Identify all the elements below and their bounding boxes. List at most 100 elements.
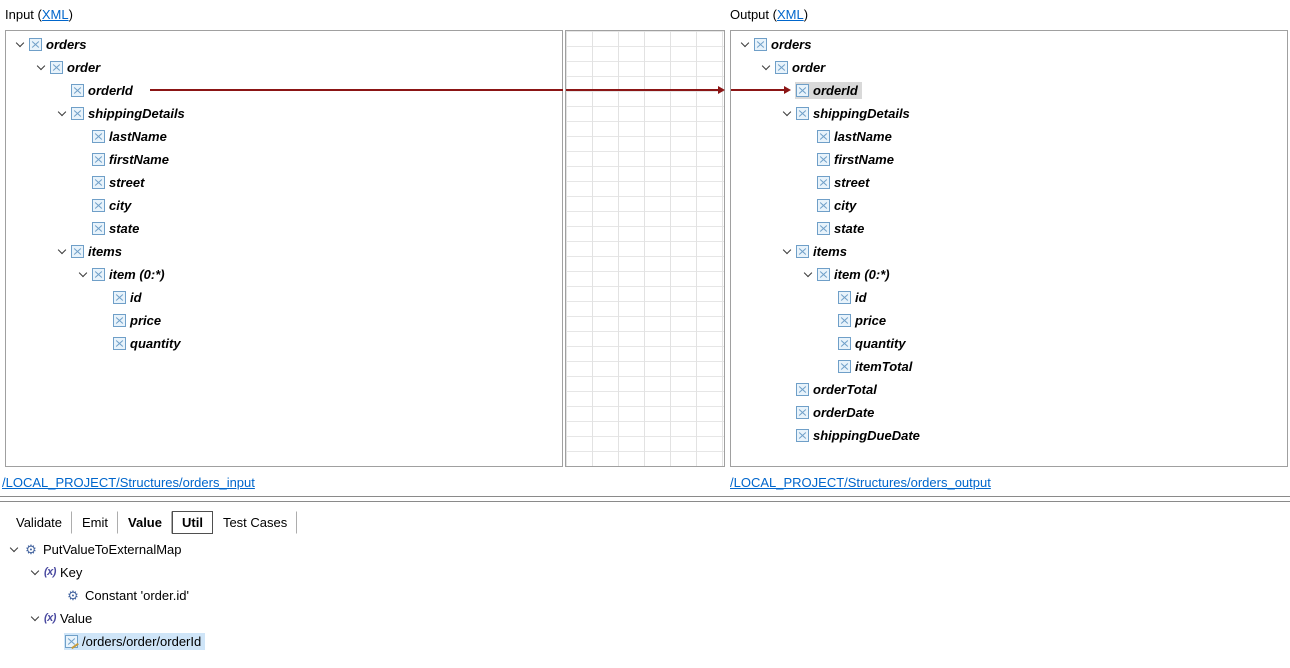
output-pane-label-close: ) <box>803 7 809 22</box>
tree-item-shippingdetails[interactable]: shippingDetails <box>731 102 1287 125</box>
tree-node: items <box>70 243 126 260</box>
tree-item-label: id <box>855 290 867 305</box>
tab-emit[interactable]: Emit <box>72 511 119 534</box>
mapping-line-segment[interactable] <box>150 89 563 91</box>
parameter-fx-icon: (x) <box>44 612 56 624</box>
mapping-arrow-icon <box>718 86 725 94</box>
tree-node: orderDate <box>795 404 878 421</box>
tree-item-city[interactable]: city <box>6 194 562 217</box>
mapping-line-segment[interactable] <box>566 89 718 91</box>
input-xml-link[interactable]: XML <box>41 7 69 22</box>
tree-item-label: city <box>834 198 857 213</box>
chevron-down-icon[interactable] <box>33 60 49 76</box>
output-pane-header: Output (XML) <box>730 7 808 25</box>
tree-item-value[interactable]: (x)Value <box>0 607 1290 630</box>
tree-item-order[interactable]: order <box>6 56 562 79</box>
tree-item-label: street <box>109 175 145 190</box>
tree-item-firstname[interactable]: firstName <box>731 148 1287 171</box>
mapping-line-segment[interactable] <box>731 89 784 91</box>
tree-item-id[interactable]: id <box>6 286 562 309</box>
tree-item-state[interactable]: state <box>731 217 1287 240</box>
xml-element-icon <box>796 429 809 442</box>
tree-node: lastName <box>816 128 896 145</box>
input-structure-link[interactable]: /LOCAL_PROJECT/Structures/orders_input <box>2 475 255 490</box>
tree-item-items[interactable]: items <box>731 240 1287 263</box>
chevron-placeholder <box>779 382 795 398</box>
chevron-down-icon[interactable] <box>800 267 816 283</box>
tree-item-label: price <box>855 313 887 328</box>
tree-item-constant-order-id[interactable]: ⚙Constant 'order.id' <box>0 584 1290 607</box>
tab-value[interactable]: Value <box>118 511 172 534</box>
tree-item-lastname[interactable]: lastName <box>731 125 1287 148</box>
function-gear-icon: ⚙ <box>25 542 37 557</box>
tree-item-label: order <box>792 60 826 75</box>
tree-item-label: shippingDetails <box>813 106 910 121</box>
tree-item-label: firstName <box>834 152 894 167</box>
xml-element-icon <box>817 268 830 281</box>
chevron-down-icon[interactable] <box>12 37 28 53</box>
tree-item-itemtotal[interactable]: itemTotal <box>731 355 1287 378</box>
tab-test-cases[interactable]: Test Cases <box>213 511 298 534</box>
tree-item-orders[interactable]: orders <box>6 33 562 56</box>
chevron-down-icon[interactable] <box>75 267 91 283</box>
chevron-down-icon[interactable] <box>6 542 22 558</box>
mapping-arrow-icon <box>784 86 791 94</box>
tree-item-label: /orders/order/orderId <box>82 634 202 649</box>
tree-item-label: orderId <box>813 83 858 98</box>
tree-item-key[interactable]: (x)Key <box>0 561 1290 584</box>
tree-item-putvaluetoexternalmap[interactable]: ⚙PutValueToExternalMap <box>0 538 1290 561</box>
xml-element-icon <box>817 130 830 143</box>
tree-item-ordertotal[interactable]: orderTotal <box>731 378 1287 401</box>
mapping-canvas[interactable] <box>565 30 725 467</box>
chevron-down-icon[interactable] <box>779 244 795 260</box>
tree-item-firstname[interactable]: firstName <box>6 148 562 171</box>
output-xml-link[interactable]: XML <box>776 7 804 22</box>
tree-item-item-0[interactable]: item (0:*) <box>731 263 1287 286</box>
tree-item-quantity[interactable]: quantity <box>731 332 1287 355</box>
tree-item-order[interactable]: order <box>731 56 1287 79</box>
tree-item-id[interactable]: id <box>731 286 1287 309</box>
chevron-down-icon[interactable] <box>27 565 43 581</box>
tab-util[interactable]: Util <box>171 511 213 534</box>
tree-item-orderid[interactable]: orderId <box>731 79 1287 102</box>
tree-item-shippingduedate[interactable]: shippingDueDate <box>731 424 1287 447</box>
tree-item-label: items <box>88 244 122 259</box>
tree-item-shippingdetails[interactable]: shippingDetails <box>6 102 562 125</box>
xml-element-icon <box>817 222 830 235</box>
chevron-placeholder <box>75 198 91 214</box>
input-pane-label-close: ) <box>68 7 73 22</box>
tree-item-price[interactable]: price <box>6 309 562 332</box>
tree-item-street[interactable]: street <box>6 171 562 194</box>
chevron-down-icon[interactable] <box>737 37 753 53</box>
tab-validate[interactable]: Validate <box>6 511 73 534</box>
chevron-down-icon[interactable] <box>758 60 774 76</box>
tree-item-price[interactable]: price <box>731 309 1287 332</box>
tree-item-label: Value <box>59 611 93 626</box>
tree-item-orders-order-orderid[interactable]: /orders/order/orderId <box>0 630 1290 653</box>
chevron-down-icon[interactable] <box>779 106 795 122</box>
tree-node: street <box>816 174 873 191</box>
tree-item-orderid[interactable]: orderId <box>6 79 562 102</box>
chevron-down-icon[interactable] <box>27 611 43 627</box>
tree-item-lastname[interactable]: lastName <box>6 125 562 148</box>
xml-element-icon <box>817 176 830 189</box>
tree-item-orderdate[interactable]: orderDate <box>731 401 1287 424</box>
tree-item-city[interactable]: city <box>731 194 1287 217</box>
xml-element-icon <box>29 38 42 51</box>
horizontal-splitter[interactable] <box>0 496 1290 502</box>
chevron-down-icon[interactable] <box>54 244 70 260</box>
tree-item-state[interactable]: state <box>6 217 562 240</box>
tree-node: itemTotal <box>837 358 916 375</box>
util-tree-panel: ⚙PutValueToExternalMap(x)Key⚙Constant 'o… <box>0 536 1290 653</box>
tree-node: orderTotal <box>795 381 881 398</box>
output-structure-link[interactable]: /LOCAL_PROJECT/Structures/orders_output <box>730 475 991 490</box>
tree-item-orders[interactable]: orders <box>731 33 1287 56</box>
tree-item-items[interactable]: items <box>6 240 562 263</box>
tree-item-label: item (0:*) <box>109 267 165 282</box>
tree-item-item-0[interactable]: item (0:*) <box>6 263 562 286</box>
tree-item-label: lastName <box>109 129 167 144</box>
chevron-down-icon[interactable] <box>54 106 70 122</box>
tree-item-quantity[interactable]: quantity <box>6 332 562 355</box>
tree-item-street[interactable]: street <box>731 171 1287 194</box>
